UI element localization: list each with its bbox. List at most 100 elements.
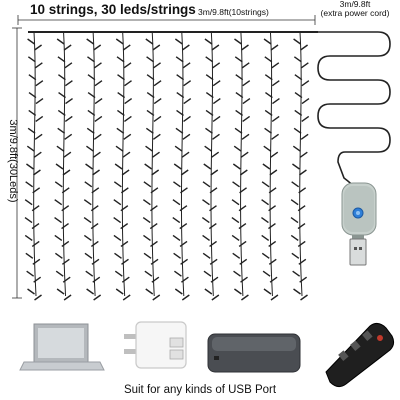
led-branch <box>65 98 73 105</box>
led-branch <box>61 223 69 230</box>
led-branch <box>62 276 71 283</box>
led-branch <box>143 252 152 259</box>
led-branch <box>94 115 103 122</box>
led-branch <box>93 294 102 301</box>
led-branch <box>181 151 190 158</box>
led-branch <box>122 151 131 158</box>
led-branch <box>34 62 43 69</box>
led-branch <box>292 270 301 277</box>
led-branch <box>174 288 183 295</box>
power-cord-length: 3m/9.8ft <box>339 0 371 9</box>
led-branch <box>31 205 40 212</box>
led-branch <box>203 270 212 277</box>
led-branch <box>298 258 307 265</box>
led-branch <box>26 163 34 170</box>
usb-compatibility-caption: Suit for any kinds of USB Port <box>123 384 277 396</box>
led-branch <box>234 127 243 134</box>
led-branch <box>151 169 160 176</box>
usb-controller <box>341 182 377 266</box>
led-branch <box>174 38 183 45</box>
led-branch <box>87 74 96 81</box>
led-branch <box>181 44 190 51</box>
led-branch <box>24 199 33 206</box>
led-branch <box>90 240 99 247</box>
led-branch <box>205 109 214 116</box>
led-branch <box>182 133 191 140</box>
led-branch <box>263 38 272 45</box>
led-branch <box>152 133 161 140</box>
led-branch <box>146 56 154 63</box>
led-branch <box>300 294 308 301</box>
led-branch <box>87 109 96 116</box>
led-branch <box>298 187 307 194</box>
led-branch <box>24 217 33 224</box>
led-branch <box>146 92 155 99</box>
led-branch <box>234 288 242 295</box>
led-branch <box>54 234 63 241</box>
led-branch <box>115 145 124 152</box>
led-branch <box>56 288 65 295</box>
led-branch <box>270 44 279 51</box>
led-branch <box>93 133 102 140</box>
led-branch <box>34 133 43 140</box>
led-branch <box>297 223 306 230</box>
led-branch <box>142 217 151 224</box>
led-branch <box>181 276 189 283</box>
led-branch <box>152 151 160 158</box>
led-branch <box>271 80 280 87</box>
led-branch <box>174 270 182 277</box>
led-branch <box>212 80 221 87</box>
led-branch <box>121 258 129 265</box>
led-branch <box>91 258 100 265</box>
led-branch <box>143 234 151 241</box>
led-branch <box>150 240 158 247</box>
laptop-icon <box>19 323 105 371</box>
led-branch <box>241 294 249 301</box>
led-branch <box>57 56 66 63</box>
led-branch <box>212 98 221 105</box>
led-branch <box>175 56 184 63</box>
led-branch <box>205 74 214 81</box>
led-branch <box>240 276 248 283</box>
led-branch <box>205 56 214 63</box>
led-branch <box>242 98 251 105</box>
led-branch <box>239 187 247 194</box>
led-branch <box>27 288 35 295</box>
led-branch <box>293 56 302 63</box>
wall-charger-icon <box>124 321 187 369</box>
led-branch <box>56 38 65 45</box>
led-branch <box>180 258 189 265</box>
led-branch <box>203 163 212 170</box>
led-branch <box>117 74 125 81</box>
led-branch <box>63 294 72 301</box>
led-branch <box>28 109 37 116</box>
led-branch <box>174 145 183 152</box>
led-branch <box>61 240 70 247</box>
led-branch <box>90 223 99 230</box>
led-branch <box>301 80 310 87</box>
led-branch <box>120 223 129 230</box>
led-branch <box>204 288 213 295</box>
led-branch <box>202 252 211 259</box>
led-branch <box>61 258 70 265</box>
led-branch <box>27 127 36 134</box>
led-branch <box>202 181 211 188</box>
led-branch <box>180 187 188 194</box>
led-branch <box>122 44 131 51</box>
led-branch <box>35 80 44 87</box>
led-branch <box>26 145 35 152</box>
led-branch <box>62 169 71 176</box>
led-branch <box>24 234 33 241</box>
led-branch <box>292 163 300 170</box>
led-branch <box>238 223 247 230</box>
led-branch <box>144 163 153 170</box>
led-branch <box>86 145 94 152</box>
led-branch <box>268 205 277 212</box>
led-branch <box>263 288 272 295</box>
led-branch <box>85 270 94 277</box>
led-branch <box>290 234 299 241</box>
light-string <box>142 31 162 301</box>
led-branch <box>209 240 217 247</box>
led-branch <box>145 288 154 295</box>
led-branch <box>291 181 300 188</box>
